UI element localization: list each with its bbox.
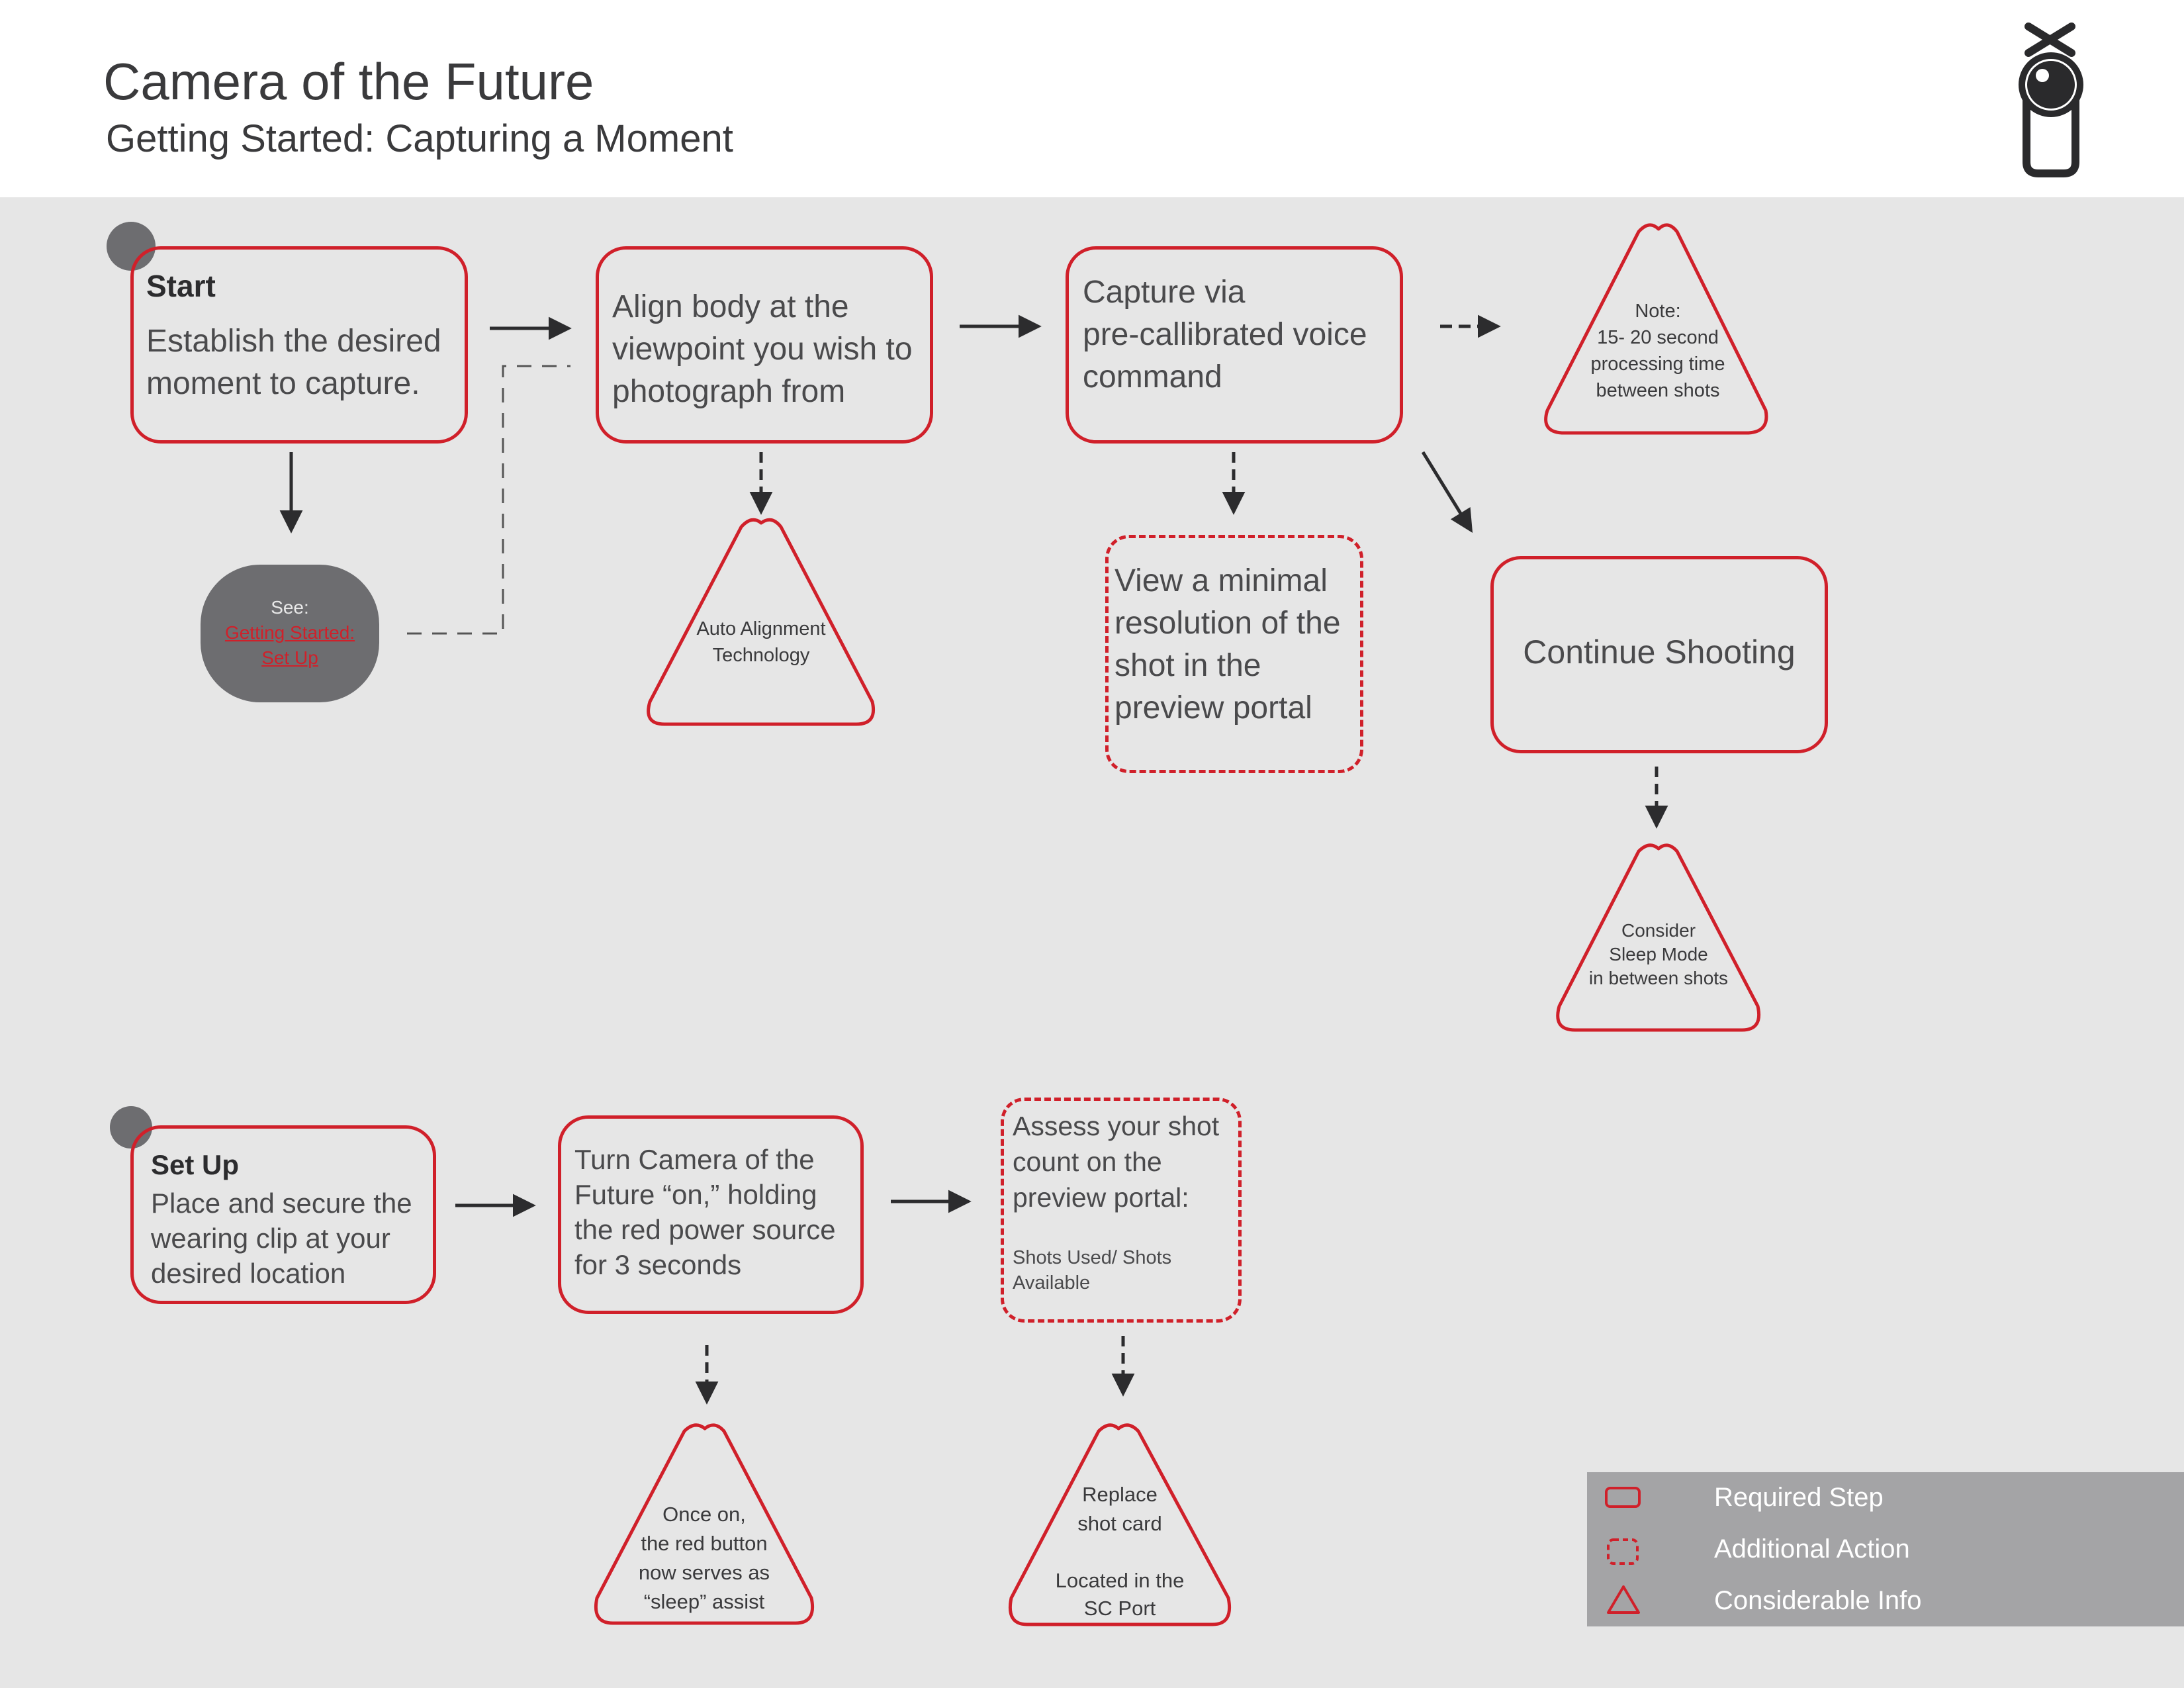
preview-text-line1: View a minimal bbox=[1115, 563, 1328, 598]
note-line2: 15- 20 second bbox=[1597, 327, 1719, 348]
sleep-tip-line2: Sleep Mode bbox=[1609, 944, 1708, 964]
setup-heading: Set Up bbox=[151, 1149, 240, 1180]
diagram-canvas bbox=[0, 197, 2184, 1688]
header: Camera of the Future Getting Started: Ca… bbox=[0, 0, 2184, 197]
note-line4: between shots bbox=[1596, 380, 1720, 401]
note-line1: Note: bbox=[1635, 301, 1681, 322]
auto-align-line2: Technology bbox=[712, 645, 810, 666]
legend-additional-label: Additional Action bbox=[1714, 1534, 1910, 1564]
see-setup-link-line2[interactable]: Set Up bbox=[261, 647, 318, 668]
card-tip-line2: shot card bbox=[1077, 1512, 1162, 1535]
align-text-line2: viewpoint you wish to bbox=[612, 332, 913, 367]
start-text-line2: moment to capture. bbox=[146, 366, 420, 401]
triangle-button-tip bbox=[594, 1423, 814, 1625]
preview-action bbox=[1105, 535, 1363, 773]
camera-logo-icon bbox=[2019, 23, 2083, 177]
button-tip-line1: Once on, bbox=[662, 1503, 746, 1526]
align-step bbox=[596, 246, 933, 444]
assess-detail-line1: Shots Used/ Shots bbox=[1013, 1247, 1172, 1268]
capture-text-line1: Capture via bbox=[1083, 275, 1246, 310]
setup-text-line1: Place and secure the bbox=[151, 1188, 412, 1219]
preview-text-line2: resolution of the bbox=[1115, 606, 1341, 641]
continue-label: Continue Shooting bbox=[1523, 633, 1796, 671]
continue-step bbox=[1490, 556, 1828, 753]
power-text-line2: Future “on,” holding bbox=[574, 1179, 817, 1210]
legend-info-icon bbox=[1607, 1585, 1640, 1614]
note-line3: processing time bbox=[1590, 353, 1725, 375]
start-step bbox=[130, 246, 468, 444]
legend-required-icon bbox=[1605, 1487, 1641, 1508]
align-text-line1: Align body at the bbox=[612, 289, 849, 324]
card-tip-line4: SC Port bbox=[1083, 1597, 1156, 1620]
triangle-card-tip bbox=[1008, 1423, 1232, 1626]
start-heading: Start bbox=[146, 269, 216, 303]
power-step bbox=[558, 1115, 864, 1314]
capture-text-line3: command bbox=[1083, 359, 1222, 395]
page-title: Camera of the Future bbox=[103, 52, 594, 111]
legend-required-label: Required Step bbox=[1714, 1483, 1884, 1512]
capture-text-line2: pre-callibrated voice bbox=[1083, 317, 1367, 352]
auto-align-line1: Auto Alignment bbox=[696, 618, 826, 639]
setup-text-line3: desired location bbox=[151, 1258, 346, 1289]
preview-text-line3: shot in the bbox=[1115, 648, 1261, 683]
preview-text-line4: preview portal bbox=[1115, 690, 1312, 726]
assess-action bbox=[1001, 1098, 1242, 1323]
assess-text-line1: Assess your shot bbox=[1013, 1111, 1220, 1141]
see-setup-link-line1[interactable]: Getting Started: bbox=[224, 622, 355, 643]
sleep-tip-line1: Consider bbox=[1621, 920, 1696, 941]
card-tip-line1: Replace bbox=[1082, 1483, 1158, 1506]
setup-text-line2: wearing clip at your bbox=[151, 1223, 390, 1254]
setup-step bbox=[130, 1125, 436, 1304]
assess-detail-line2: Available bbox=[1013, 1272, 1091, 1293]
sleep-tip-line3: in between shots bbox=[1588, 968, 1729, 988]
power-text-line1: Turn Camera of the bbox=[574, 1144, 815, 1175]
legend-info-label: Considerable Info bbox=[1714, 1586, 1922, 1615]
triangle-note bbox=[1544, 223, 1768, 435]
see-setup-prefix: See: bbox=[271, 597, 309, 618]
page-subtitle: Getting Started: Capturing a Moment bbox=[106, 117, 733, 160]
button-tip-line3: now serves as bbox=[638, 1561, 770, 1584]
assess-text-line2: count on the bbox=[1013, 1147, 1162, 1177]
triangle-auto-align bbox=[647, 518, 875, 726]
legend bbox=[1587, 1472, 2184, 1626]
legend-additional-icon bbox=[1607, 1538, 1639, 1565]
start-text-line1: Establish the desired bbox=[146, 324, 441, 359]
triangle-sleep-tip bbox=[1556, 843, 1760, 1032]
button-tip-line4: “sleep” assist bbox=[643, 1590, 765, 1613]
power-text-line4: for 3 seconds bbox=[574, 1249, 742, 1280]
card-tip-line3: Located in the bbox=[1055, 1569, 1185, 1592]
power-text-line3: the red power source bbox=[574, 1214, 836, 1245]
button-tip-line2: the red button bbox=[641, 1532, 768, 1555]
assess-text-line3: preview portal: bbox=[1013, 1182, 1189, 1213]
align-text-line3: photograph from bbox=[612, 374, 846, 409]
see-setup-node[interactable] bbox=[201, 565, 379, 702]
capture-step bbox=[1066, 246, 1403, 444]
